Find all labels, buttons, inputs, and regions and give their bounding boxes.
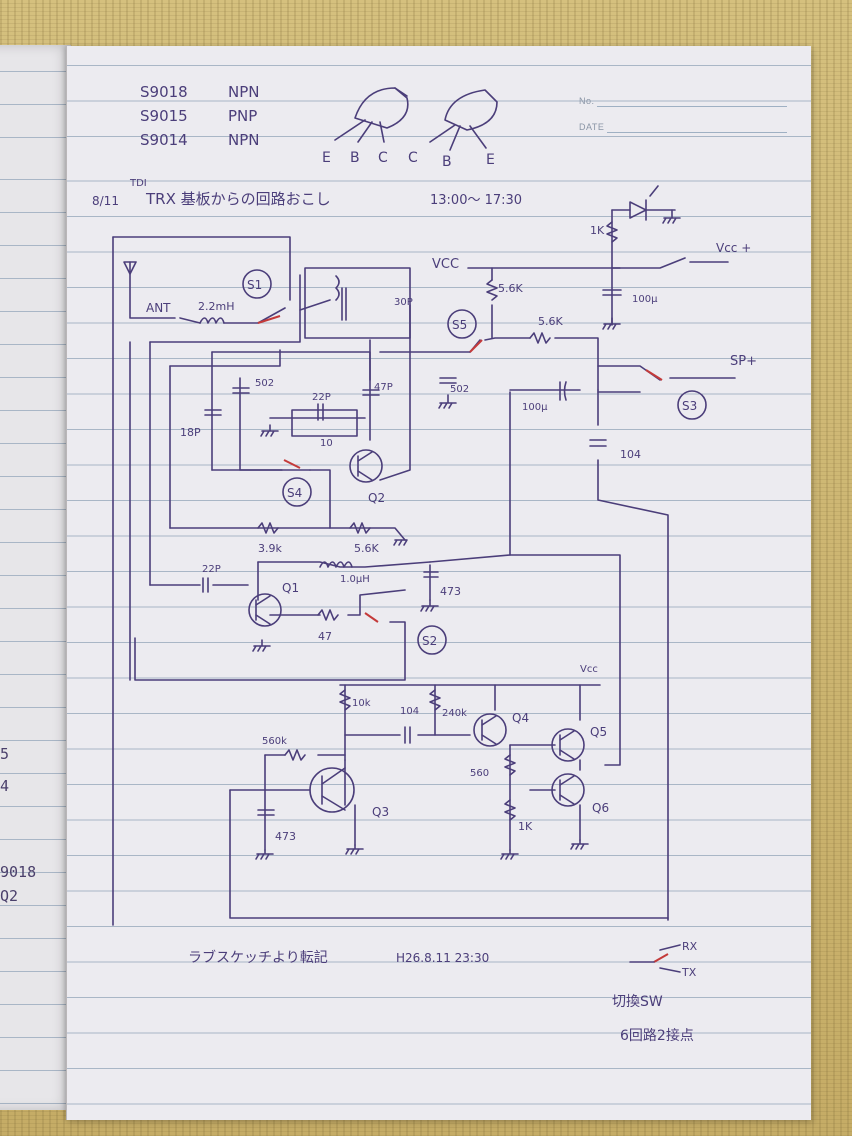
q1-label: Q1 [282, 581, 299, 595]
footer-rx: RX [682, 940, 698, 953]
pinout-right-b: B [442, 154, 452, 170]
r-560-label: 560 [470, 768, 489, 779]
c-30p-label: 30P [394, 297, 413, 308]
q5-label: Q5 [590, 725, 607, 739]
header-part-2: S9015 [140, 107, 188, 125]
footer-tx: TX [681, 966, 697, 979]
footer-source: ラブスケッチより転記 [188, 949, 328, 966]
pinout-left-c: C [378, 150, 388, 166]
led-symbol [629, 185, 676, 221]
r-3k9-label: 3.9k [258, 542, 282, 555]
r-1k-bot-label: 1K [518, 820, 533, 833]
switch-arms [257, 315, 669, 963]
left-notebook-page: 5 4 9018 Q2 [0, 45, 71, 1110]
footer-date: H26.8.11 23:30 [396, 951, 489, 965]
sp-plus-label: SP+ [730, 354, 757, 369]
header-no-label: No. [579, 96, 595, 106]
transistor-q3-symbol [309, 767, 355, 813]
r-10k-label: 10k [352, 698, 371, 709]
title-annotation: TDI [129, 178, 147, 189]
switch-s1-label: S1 [247, 278, 262, 292]
capacitors [202, 289, 622, 816]
c-100u-a-label: 100μ [632, 294, 658, 305]
switch-s5-label: S5 [452, 318, 467, 332]
transistor-q6-symbol [551, 773, 585, 807]
r-47-label: 47 [318, 630, 332, 643]
r-5k6-b-label: 5.6K [538, 315, 563, 328]
q4-label: Q4 [512, 711, 529, 725]
transistor-q1-symbol [248, 593, 282, 627]
vcc-label: VCC [432, 257, 459, 272]
pinout-left-e: E [322, 150, 331, 166]
to92-package-sketch-left [334, 87, 409, 143]
ant-label: ANT [146, 301, 171, 315]
pinout-left-b: B [350, 150, 360, 166]
c-502-b-label: 502 [450, 384, 469, 395]
left-page-fragment: 5 [0, 745, 10, 763]
rx-tx-switch-sketch [629, 944, 681, 973]
header-date-label: DATE [579, 122, 605, 132]
pinout-right-e: E [486, 152, 495, 168]
r-1k-top-label: 1K [590, 224, 605, 237]
transistor-q4-symbol [473, 713, 507, 747]
c-104-b-label: 104 [400, 706, 419, 717]
c-100u-b-label: 100μ [522, 402, 548, 413]
resistors [257, 221, 618, 821]
header-part-3: S9014 [140, 131, 188, 149]
title-time: 13:00〜 17:30 [430, 193, 522, 208]
q2-label: Q2 [368, 491, 385, 505]
c-22p-a-label: 22P [312, 392, 331, 403]
r-5k6-a-label: 5.6K [498, 282, 523, 295]
pinout-right-c: C [408, 150, 418, 166]
l-2-2mh-label: 2.2mH [198, 300, 234, 313]
c-104-a-label: 104 [620, 448, 641, 461]
title-date: 8/11 [92, 194, 119, 208]
left-page-fragment: 9018 [0, 863, 37, 881]
switch-s4-label: S4 [287, 486, 302, 500]
ground-symbols [252, 209, 681, 860]
c-18p-label: 18P [180, 426, 201, 439]
left-page-fragment: Q2 [0, 887, 19, 905]
q6-label: Q6 [592, 801, 609, 815]
header-part-1: S9018 [140, 83, 188, 101]
c-47p-label: 47P [374, 382, 393, 393]
l-1-0uh-label: 1.0μH [340, 574, 370, 585]
vcc-plus-label: Vcc + [716, 241, 751, 255]
to92-package-sketch-right [429, 89, 498, 151]
c-22p-b-label: 22P [202, 564, 221, 575]
c-502-a-label: 502 [255, 378, 274, 389]
right-notebook-page: No. DATE [66, 46, 811, 1120]
footer-switch-detail: 6回路2接点 [620, 1027, 694, 1044]
header-type-1: NPN [228, 83, 260, 101]
header-type-3: NPN [228, 131, 260, 149]
transistor-q5-symbol [551, 728, 585, 762]
header-type-2: PNP [228, 107, 257, 125]
q3-label: Q3 [372, 805, 389, 819]
transistor-q2-symbol [349, 449, 383, 483]
title-text: TRX 基板からの回路おこし [145, 190, 331, 208]
r-5k6-c-label: 5.6K [354, 542, 379, 555]
switch-s2-label: S2 [422, 634, 437, 648]
switch-s3-label: S3 [682, 399, 697, 413]
left-page-fragment: 4 [0, 777, 10, 795]
c-473-b-label: 473 [275, 830, 296, 843]
r-560k-label: 560k [262, 736, 287, 747]
r-240k-label: 240k [442, 708, 467, 719]
footer-switch-note: 切換SW [612, 994, 663, 1010]
c-473-a-label: 473 [440, 585, 461, 598]
vcc-small-label: Vcc [580, 664, 598, 675]
c-10-label: 10 [320, 438, 333, 449]
